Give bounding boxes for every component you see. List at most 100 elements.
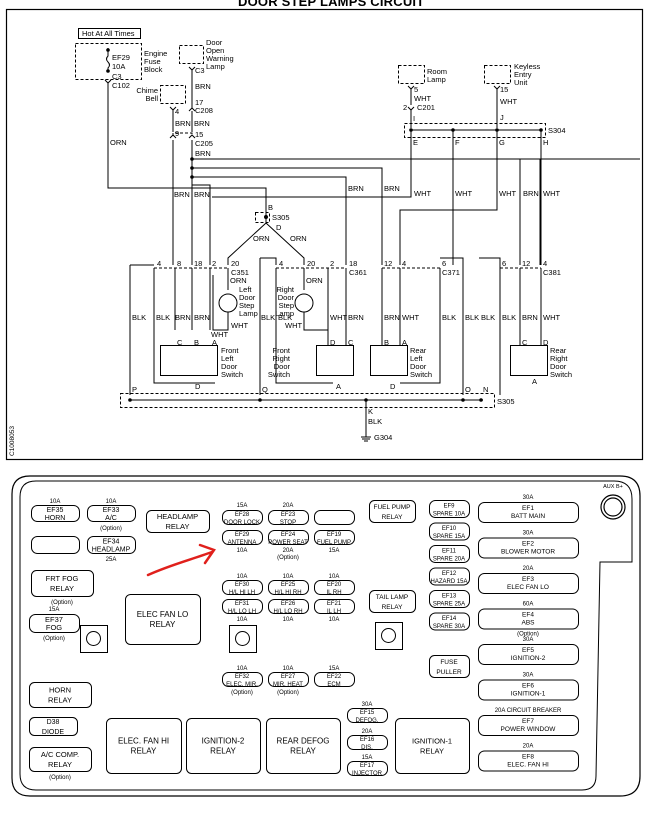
- wire-color: WHT: [499, 189, 516, 198]
- pin-label: 15: [500, 85, 508, 94]
- fuse-id: EF5: [522, 647, 534, 654]
- wire-color: BRN: [194, 190, 210, 199]
- pin-label: A: [336, 382, 341, 391]
- pin-label: F: [455, 138, 460, 147]
- fuse-rating: 10A: [112, 62, 125, 71]
- front-right-switch-name: Right: [272, 354, 290, 363]
- relay-ac-comp: [29, 747, 92, 772]
- wire-color: BLK: [481, 313, 495, 322]
- wire-color: ORN: [110, 138, 127, 147]
- fuse-ef34: [87, 536, 136, 554]
- chime-bell-name: Chime: [136, 86, 158, 95]
- fuse-name: HORN: [45, 515, 66, 522]
- fuse-ef22: [314, 672, 355, 687]
- fuse-ef37: [29, 614, 80, 633]
- fuse-name: FOG: [46, 623, 62, 632]
- fuse-ef29-symbol: [106, 48, 110, 72]
- pin-label: E: [413, 138, 418, 147]
- fuse-ef17: [347, 761, 388, 776]
- fuse-name: HEADLAMP: [92, 547, 131, 554]
- fuse-id: EF4: [522, 612, 534, 619]
- fuse-name: ELEC. FAN HI: [507, 762, 549, 769]
- left-step-lamp-name: Door: [239, 293, 256, 302]
- fuse-ef7: [478, 715, 579, 736]
- terminal-socket: [80, 625, 108, 653]
- wire-color: ORN: [253, 234, 270, 243]
- fuse-rating: 20A: [523, 566, 534, 572]
- fuse-ef14: [429, 612, 470, 631]
- rear-right-switch-name: Rear: [550, 346, 567, 355]
- splice-s305-bottom: [120, 393, 495, 408]
- fuse-ef10: [429, 522, 470, 541]
- wire-color: BRN: [522, 313, 538, 322]
- pin-label: G: [499, 138, 505, 147]
- fuse-rating: 30A: [523, 531, 534, 537]
- fuse-id: EF35: [47, 507, 64, 514]
- relay-label: FUSE: [440, 659, 458, 666]
- fuse-ef12: [429, 567, 470, 586]
- fuse-rating: 20A CIRCUIT BREAKER: [495, 708, 562, 714]
- right-step-lamp-name: Lamp: [275, 309, 294, 318]
- fuse-ef27: [268, 672, 309, 687]
- wire-color: BLK: [465, 313, 479, 322]
- relay-label: IGNITION-2: [202, 737, 245, 746]
- engine-fuse-block-box: [75, 43, 142, 80]
- connector-label: C208: [195, 106, 213, 115]
- front-left-door-switch: [160, 345, 218, 376]
- pin-label: N: [483, 385, 488, 394]
- fuse-name: SPARE 15A: [433, 534, 465, 540]
- pin-label: 8: [177, 259, 181, 268]
- fuse-id: EF15: [360, 710, 375, 716]
- fuse-block-name: Engine: [144, 49, 167, 58]
- aux-b-plus-terminal: [600, 494, 626, 520]
- relay-label: FRT FOG: [46, 574, 79, 583]
- front-left-switch-name: Front: [221, 346, 239, 355]
- fuse-rating: 20A: [283, 503, 294, 509]
- relay-label: RELAY: [290, 747, 316, 756]
- relay-label: RELAY: [48, 696, 72, 705]
- relay-fuse-puller: [429, 655, 470, 678]
- fuse-rating: 30A: [523, 673, 534, 679]
- pin-label: 4: [402, 259, 406, 268]
- pin-label: 4: [543, 259, 547, 268]
- fuse-rating: 20A: [523, 744, 534, 750]
- wire-color: WHT: [402, 313, 419, 322]
- pin-label: 2: [212, 259, 216, 268]
- relay-fuel-pump: [369, 500, 416, 523]
- relay-rear-defog: [266, 718, 341, 774]
- splice-label: S305: [497, 397, 515, 406]
- pin-label: C: [177, 338, 183, 347]
- fuse-name: BLOWER MOTOR: [501, 549, 555, 556]
- pin-label: 2: [330, 259, 334, 268]
- fuse-rating: 15A: [329, 666, 340, 672]
- rear-left-door-switch: [370, 345, 408, 376]
- fuse-id: EF19: [327, 532, 342, 538]
- wire-color: WHT: [330, 313, 347, 322]
- connector-label: C201: [417, 103, 435, 112]
- wire-color: ORN: [290, 234, 307, 243]
- wire-color: WHT: [455, 189, 472, 198]
- fuse-name: DIS.: [361, 745, 373, 751]
- wire-color: BRN: [348, 184, 364, 193]
- fuse-note: (Option): [43, 636, 65, 642]
- fuse-name: IL RH: [326, 590, 341, 596]
- wire-color: BRN: [523, 189, 539, 198]
- fuse-ef6: [478, 679, 579, 701]
- wire-color: BLK: [278, 313, 292, 322]
- fuse-ef8: [478, 750, 579, 772]
- relay-label: RELAY: [131, 747, 157, 756]
- fuse-name: IGNITION-1: [511, 691, 546, 698]
- fuse-name: INJECTOR: [352, 771, 383, 777]
- fuse-id: EF20: [327, 582, 342, 588]
- pin-label: H: [543, 138, 548, 147]
- pin-label: 20: [231, 259, 239, 268]
- relay-horn: [29, 682, 92, 708]
- relay-tail-lamp: [369, 590, 416, 613]
- pin-label: 12: [384, 259, 392, 268]
- fuse-id: EF33: [103, 507, 120, 514]
- pin-label: C3: [112, 72, 122, 81]
- fuse-box-outline: [11, 475, 641, 797]
- fuse-rating: 30A: [523, 495, 534, 501]
- relay-label: HEADLAMP: [157, 512, 198, 521]
